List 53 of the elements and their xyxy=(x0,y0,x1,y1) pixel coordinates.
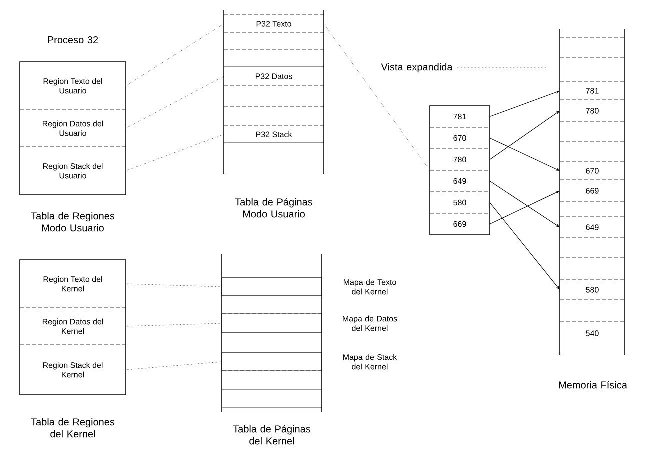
page-table xyxy=(222,254,322,412)
mapping-line xyxy=(126,362,222,370)
map-label: Mapa de Stack del Kernel xyxy=(344,354,398,370)
table-entry: P32 Datos xyxy=(256,74,292,80)
region-table xyxy=(20,260,126,396)
table-entry: 781 xyxy=(586,88,599,94)
table-entry: 781 xyxy=(454,114,466,120)
arrow xyxy=(490,138,560,171)
table-title: Memoria Física xyxy=(559,381,628,389)
table-entry: 780 xyxy=(586,108,599,114)
region-cell: Region Stack del Kernel xyxy=(43,362,103,378)
table-entry: 649 xyxy=(586,224,599,230)
region-table xyxy=(20,62,126,196)
table-entry: 540 xyxy=(586,330,599,336)
region-cell: Region Datos del Usuario xyxy=(42,120,104,136)
arrow xyxy=(490,111,560,160)
mapping-line xyxy=(126,134,224,172)
page-entry xyxy=(222,314,322,334)
mapping-line xyxy=(126,323,222,327)
table-entry: 670 xyxy=(586,168,599,174)
mapping-line xyxy=(324,24,430,171)
expanded-view-box xyxy=(430,106,490,236)
region-cell: Region Stack del Usuario xyxy=(43,163,103,179)
table-entry: 580 xyxy=(586,287,599,293)
table-title: Tabla de Regiones Modo Usuario xyxy=(31,212,115,232)
mapping-line xyxy=(126,76,224,129)
map-label: Mapa de Texto del Kernel xyxy=(344,279,396,295)
memory-column xyxy=(560,28,626,356)
page-entry xyxy=(222,278,322,296)
region-cell: Region Datos del Kernel xyxy=(42,318,104,334)
arrow xyxy=(490,180,560,228)
map-label: Mapa de Datos del Kernel xyxy=(343,316,398,332)
table-title: Tabla de Regiones del Kernel xyxy=(31,418,115,438)
region-cell: Region Texto del Kernel xyxy=(44,276,102,292)
table-title: Tabla de Páginas del Kernel xyxy=(233,425,311,445)
arrow xyxy=(490,191,560,225)
table-entry: 669 xyxy=(454,221,466,228)
table-entry: 649 xyxy=(454,178,466,184)
page-entry xyxy=(222,352,322,372)
table-title: Vista expandida xyxy=(381,63,548,73)
table-entry: P32 Texto xyxy=(256,21,292,27)
table-entry: 580 xyxy=(454,200,466,206)
table-title: Tabla de Páginas Modo Usuario xyxy=(235,198,313,218)
table-title: Proceso 32 xyxy=(48,36,98,44)
region-cell: Region Texto del Usuario xyxy=(44,78,102,94)
table-entry: 780 xyxy=(454,156,466,163)
page-table xyxy=(224,10,324,174)
table-entry: 669 xyxy=(586,188,599,194)
arrow xyxy=(490,202,560,290)
table-entry: P32 Stack xyxy=(256,132,292,138)
mapping-line xyxy=(126,284,222,288)
table-entry: 670 xyxy=(454,135,466,142)
mapping-line xyxy=(126,24,224,86)
